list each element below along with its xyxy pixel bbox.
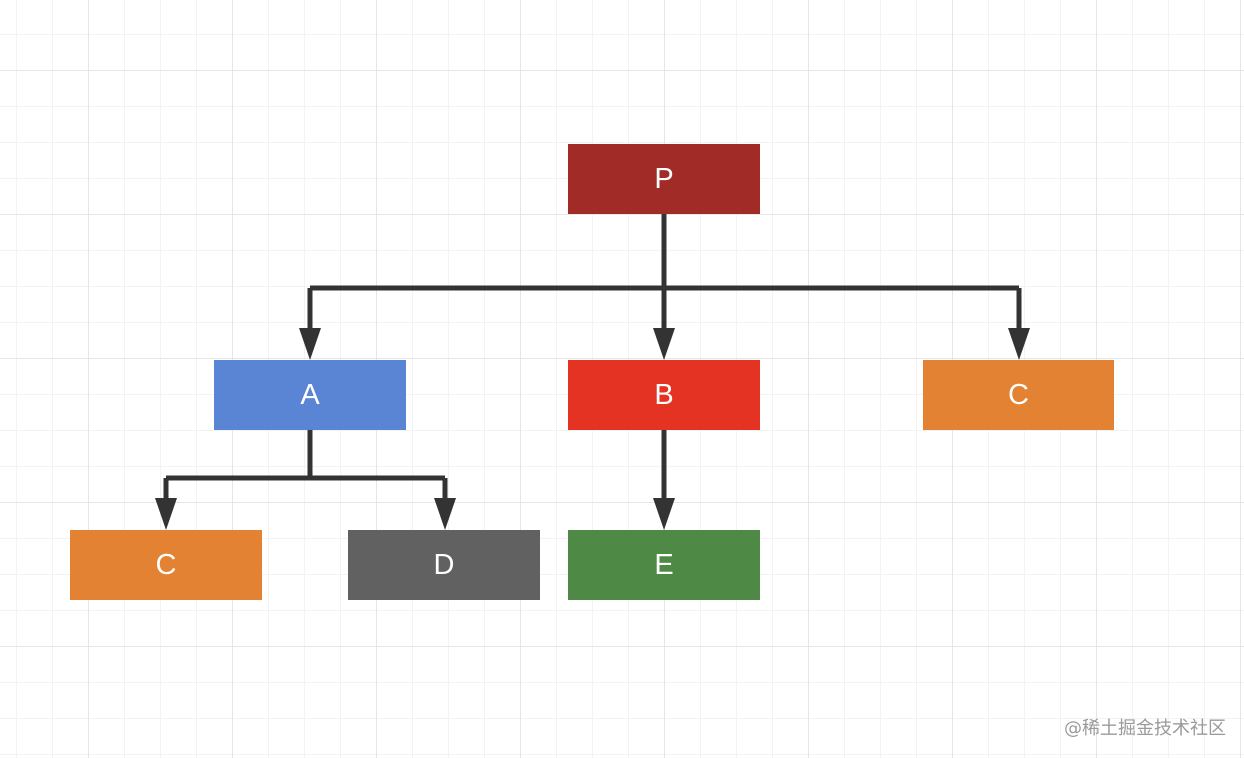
- node-e: E: [568, 530, 760, 600]
- node-d: D: [348, 530, 540, 600]
- node-c-bottom: C: [70, 530, 262, 600]
- node-a: A: [214, 360, 406, 430]
- node-e-label: E: [654, 548, 674, 581]
- arrowhead-b: [653, 328, 675, 360]
- arrowhead-c: [1008, 328, 1030, 360]
- node-c-top-label: C: [1008, 378, 1029, 411]
- arrowhead-c2: [155, 498, 177, 530]
- node-b: B: [568, 360, 760, 430]
- node-p: P: [568, 144, 760, 214]
- node-d-label: D: [433, 548, 455, 581]
- arrowhead-d: [434, 498, 456, 530]
- arrowhead-a: [299, 328, 321, 360]
- node-a-label: A: [300, 378, 320, 411]
- node-p-label: P: [654, 162, 674, 195]
- arrowhead-e: [653, 498, 675, 530]
- node-c-top: C: [923, 360, 1114, 430]
- watermark: @稀土掘金技术社区: [1064, 718, 1226, 739]
- node-c-bottom-label: C: [155, 548, 177, 581]
- node-b-label: B: [654, 378, 674, 411]
